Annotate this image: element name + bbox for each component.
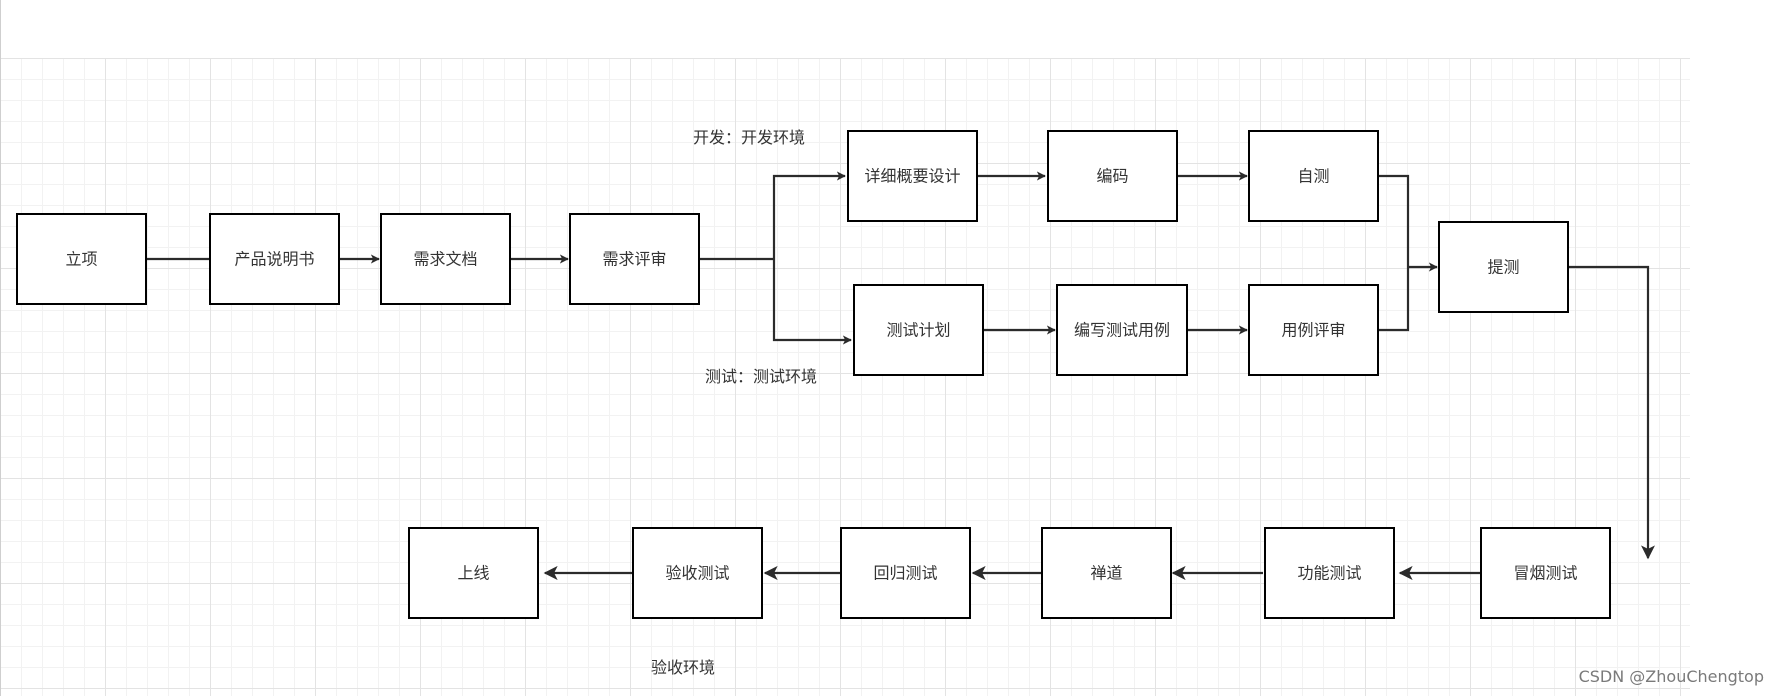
connectors bbox=[146, 171, 1655, 580]
grid-background bbox=[0, 58, 1690, 696]
canvas-left-border bbox=[0, 0, 1, 696]
node-lixiang[interactable]: 立项 bbox=[16, 213, 147, 305]
node-label: 详细概要设计 bbox=[864, 167, 960, 186]
node-yscs[interactable]: 验收测试 bbox=[632, 527, 763, 619]
note-accept-env: 验收环境 bbox=[651, 658, 715, 677]
node-mycs[interactable]: 冒烟测试 bbox=[1480, 527, 1611, 619]
node-label: 产品说明书 bbox=[234, 250, 314, 269]
node-label: 回归测试 bbox=[873, 564, 937, 583]
edge-ylps-merge bbox=[1378, 267, 1410, 332]
node-label: 验收测试 bbox=[665, 564, 729, 583]
node-ylps[interactable]: 用例评审 bbox=[1248, 284, 1379, 376]
node-xqwd[interactable]: 需求文档 bbox=[380, 213, 511, 305]
node-label: 冒烟测试 bbox=[1513, 564, 1577, 583]
edge-branch-xxsj bbox=[772, 171, 846, 259]
node-label: 测试计划 bbox=[886, 321, 950, 340]
node-label: 功能测试 bbox=[1297, 564, 1361, 583]
node-label: 需求评审 bbox=[602, 250, 666, 269]
node-label: 禅道 bbox=[1090, 564, 1122, 583]
note-dev-env: 开发：开发环境 bbox=[693, 128, 805, 147]
node-label: 需求文档 bbox=[413, 250, 477, 269]
node-chandao[interactable]: 禅道 bbox=[1041, 527, 1172, 619]
node-gncs[interactable]: 功能测试 bbox=[1264, 527, 1395, 619]
node-label: 自测 bbox=[1297, 167, 1329, 186]
node-label: 上线 bbox=[457, 564, 489, 583]
node-hgcs[interactable]: 回归测试 bbox=[840, 527, 971, 619]
node-tice[interactable]: 提测 bbox=[1438, 221, 1569, 313]
node-shangxian[interactable]: 上线 bbox=[408, 527, 539, 619]
node-xqps[interactable]: 需求评审 bbox=[569, 213, 700, 305]
note-test-env: 测试：测试环境 bbox=[705, 367, 817, 386]
watermark: CSDN @ZhouChengtop bbox=[1579, 667, 1764, 686]
node-zice[interactable]: 自测 bbox=[1248, 130, 1379, 222]
node-cpsms[interactable]: 产品说明书 bbox=[209, 213, 340, 305]
node-xxsj[interactable]: 详细概要设计 bbox=[847, 130, 978, 222]
edge-branch-csjh bbox=[772, 259, 852, 345]
node-label: 立项 bbox=[65, 250, 97, 269]
node-label: 编写测试用例 bbox=[1074, 321, 1170, 340]
node-label: 编码 bbox=[1096, 167, 1128, 186]
node-label: 提测 bbox=[1487, 258, 1519, 277]
node-bxcsyl[interactable]: 编写测试用例 bbox=[1056, 284, 1188, 376]
node-bianma[interactable]: 编码 bbox=[1047, 130, 1178, 222]
edge-tice-mycs bbox=[1568, 265, 1655, 560]
edge-zice-merge bbox=[1378, 174, 1410, 267]
node-csjh[interactable]: 测试计划 bbox=[853, 284, 984, 376]
node-label: 用例评审 bbox=[1281, 321, 1345, 340]
